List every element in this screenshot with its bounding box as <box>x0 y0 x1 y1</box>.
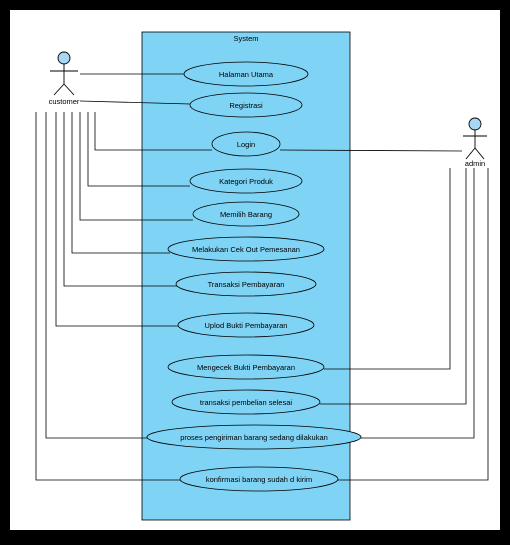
actor-head-icon <box>57 51 71 65</box>
system-label: System <box>233 34 258 43</box>
use-case-transaksi-pembayaran: Transaksi Pembayaran <box>175 271 317 297</box>
use-case-mengecek-bukti: Mengecek Bukti Pembayaran <box>167 354 325 380</box>
use-case-label: Mengecek Bukti Pembayaran <box>197 363 295 372</box>
actor-admin-label: admin <box>465 159 485 168</box>
use-case-uplod-bukti: Uplod Bukti Pembayaran <box>177 312 315 338</box>
assoc-admin-transaksi-selesai <box>320 168 467 405</box>
use-case-label: Melakukan Cek Out Pemesanan <box>192 245 300 254</box>
use-case-label: konfirmasi barang sudah d kirim <box>206 475 312 484</box>
use-case-konfirmasi: konfirmasi barang sudah d kirim <box>179 466 339 492</box>
use-case-label: transaksi pembelian selesai <box>200 398 292 407</box>
use-case-label: Login <box>237 140 255 149</box>
assoc-customer-uplod <box>55 112 180 327</box>
assoc-admin-pengiriman <box>361 168 475 439</box>
assoc-admin-konfirmasi <box>338 168 489 481</box>
use-case-registrasi: Registrasi <box>189 92 303 118</box>
use-case-memilih-barang: Memilih Barang <box>192 201 300 227</box>
use-case-login: Login <box>211 131 281 157</box>
use-case-kategori-produk: Kategori Produk <box>189 168 303 194</box>
use-case-label: proses pengiriman barang sedang dilakuka… <box>180 433 328 442</box>
assoc-customer-memilih <box>79 112 193 221</box>
use-case-proses-pengiriman: proses pengiriman barang sedang dilakuka… <box>146 424 362 450</box>
use-case-cek-out: Melakukan Cek Out Pemesanan <box>167 236 325 262</box>
use-case-halaman-utama: Halaman Utama <box>183 61 309 87</box>
assoc-customer-cekout <box>71 112 170 254</box>
assoc-customer-registrasi <box>79 100 191 105</box>
assoc-customer-transaksi <box>63 112 178 287</box>
use-case-label: Memilih Barang <box>220 210 272 219</box>
assoc-customer-login <box>94 112 212 151</box>
actor-head-icon <box>468 117 482 131</box>
assoc-customer-kategori <box>87 112 190 187</box>
use-case-label: Halaman Utama <box>219 70 274 79</box>
actor-admin <box>463 117 487 160</box>
use-case-label: Transaksi Pembayaran <box>208 280 285 289</box>
use-case-label: Kategori Produk <box>219 177 273 186</box>
assoc-admin-login <box>279 149 463 152</box>
admin-associations <box>279 149 489 481</box>
actor-customer-label: customer <box>49 97 80 106</box>
actor-customer <box>50 51 78 96</box>
assoc-admin-mengecek <box>324 168 451 370</box>
use-case-transaksi-selesai: transaksi pembelian selesai <box>171 389 321 415</box>
customer-associations <box>35 73 212 481</box>
assoc-customer-pengiriman <box>45 112 148 439</box>
assoc-customer-konfirmasi <box>35 112 180 481</box>
use-case-label: Registrasi <box>229 101 263 110</box>
use-case-label: Uplod Bukti Pembayaran <box>205 321 288 330</box>
